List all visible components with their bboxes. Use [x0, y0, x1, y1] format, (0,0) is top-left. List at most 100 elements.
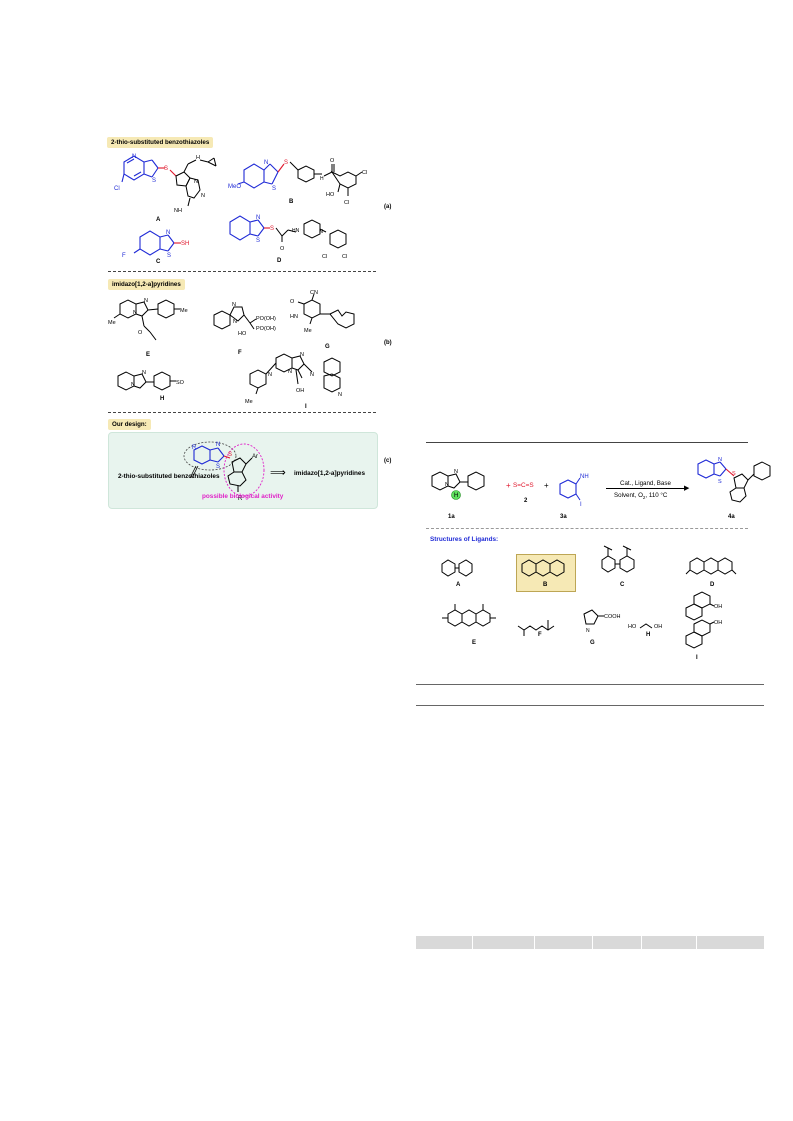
- conditions-line-2: Solvent, O2, 110 °C: [614, 492, 668, 501]
- svg-text:N: N: [319, 229, 323, 235]
- svg-text:N: N: [142, 370, 146, 376]
- reactant-1a-label: 1a: [448, 514, 455, 520]
- svg-text:OH: OH: [296, 388, 304, 394]
- svg-text:S: S: [164, 166, 168, 172]
- svg-text:N: N: [144, 298, 148, 304]
- svg-text:N: N: [194, 179, 198, 185]
- compound-d-structure: N S S O HN N Cl Cl: [229, 215, 347, 260]
- ligand-h-label: H: [646, 632, 651, 638]
- compound-c-label: C: [156, 259, 161, 265]
- svg-text:OH: OH: [714, 604, 722, 610]
- compound-e-label: E: [146, 352, 151, 358]
- svg-text:Me: Me: [304, 328, 312, 334]
- svg-text:R: R: [192, 445, 197, 451]
- svg-text:S: S: [228, 452, 232, 458]
- svg-text:O: O: [138, 330, 143, 336]
- conditions-solvent: Solvent, O: [614, 492, 643, 499]
- svg-text:N: N: [131, 382, 135, 388]
- conditions-line-1: Cat., Ligand, Base: [620, 480, 671, 487]
- table-footer-band: [416, 936, 764, 949]
- svg-text:NH: NH: [174, 208, 182, 214]
- svg-text:N: N: [166, 230, 170, 236]
- svg-text:SO: SO: [176, 380, 185, 386]
- compound-h-structure: N N SO: [117, 370, 185, 391]
- svg-text:COOH: COOH: [604, 614, 621, 620]
- svg-text:H: H: [454, 493, 458, 499]
- panel-c-side-label: (c): [384, 458, 392, 464]
- ligand-i-label: I: [696, 655, 698, 661]
- compound-h-label: H: [160, 396, 165, 402]
- svg-text:S: S: [216, 464, 220, 470]
- svg-text:OH: OH: [714, 620, 722, 626]
- svg-text:N: N: [133, 310, 137, 316]
- svg-text:N: N: [233, 319, 237, 325]
- ligand-i-structure: OH OH: [685, 591, 722, 649]
- panel-c-tag: Our design:: [108, 419, 151, 430]
- svg-text:PO(OH): PO(OH): [256, 316, 276, 322]
- compound-b-label: B: [289, 199, 294, 205]
- svg-text:S: S: [272, 186, 276, 192]
- compound-a-structure: N S S Cl H N N NH: [114, 154, 217, 214]
- svg-text:N: N: [132, 154, 136, 160]
- svg-text:Ar: Ar: [252, 454, 258, 460]
- design-right-caption: imidazo[1,2-a]pyridines: [294, 470, 366, 477]
- svg-text:Cl: Cl: [362, 170, 367, 176]
- svg-text:PO(OH): PO(OH): [256, 326, 276, 332]
- svg-text:S: S: [718, 479, 722, 485]
- scheme-dashed-divider: [426, 528, 748, 529]
- reactant-3a-structure: NH I: [559, 474, 589, 508]
- ligand-e-label: E: [472, 640, 477, 646]
- svg-text:N: N: [268, 372, 272, 378]
- ligand-f-label: F: [538, 632, 542, 638]
- svg-text:Cl: Cl: [114, 186, 120, 192]
- compound-a-label: A: [156, 217, 161, 223]
- ligand-b-label: B: [543, 582, 548, 588]
- reaction-scheme: H N N 1a + S=C=S 2 + NH I 3a Cat., Ligan…: [420, 436, 771, 661]
- svg-text:N: N: [338, 392, 342, 398]
- svg-text:N: N: [201, 193, 205, 199]
- svg-text:Me: Me: [245, 399, 253, 405]
- svg-text:OH: OH: [654, 624, 662, 630]
- ligand-c-structure: [601, 545, 635, 573]
- svg-text:N: N: [586, 628, 590, 634]
- table-top-rule: [416, 684, 764, 685]
- svg-text:S: S: [270, 226, 274, 232]
- ligand-g-label: G: [590, 640, 595, 646]
- svg-text:Me: Me: [180, 308, 188, 314]
- design-arrow-icon: ⟹: [270, 467, 286, 479]
- design-left-caption: 2-thio-substituted benzothiazoles: [118, 473, 220, 480]
- svg-text:H: H: [196, 155, 200, 161]
- svg-text:N: N: [232, 302, 236, 308]
- table-header-rule: [416, 705, 764, 706]
- svg-text:I: I: [580, 502, 582, 508]
- svg-text:S: S: [256, 238, 260, 244]
- compound-e-structure: N N Me Me O: [108, 298, 188, 341]
- svg-text:Cl: Cl: [322, 254, 327, 260]
- svg-text:CN: CN: [310, 290, 318, 296]
- svg-text:SH: SH: [181, 241, 189, 247]
- plus-1: +: [506, 481, 511, 490]
- compound-i-label: I: [305, 404, 307, 410]
- svg-text:HN: HN: [290, 314, 298, 320]
- compound-f-structure: N N PO(OH) PO(OH) HO: [213, 302, 276, 337]
- svg-text:R: R: [238, 496, 243, 502]
- ligand-b-structure: [521, 559, 565, 577]
- svg-text:S: S: [732, 471, 736, 477]
- compound-f-label: F: [238, 350, 242, 356]
- product-4a-label: 4a: [728, 514, 735, 520]
- svg-text:H: H: [320, 176, 324, 182]
- svg-text:Me: Me: [108, 320, 116, 326]
- svg-text:N: N: [310, 372, 314, 378]
- svg-text:F: F: [122, 253, 126, 259]
- svg-text:HO: HO: [238, 331, 247, 337]
- reactant-1a-structure: H N N: [431, 469, 485, 500]
- band-col-4: [593, 936, 643, 949]
- reagent-cs2: S=C=S: [513, 482, 534, 489]
- panel-b-tag: imidazo[1,2-a]pyridines: [108, 279, 185, 290]
- panel-divider-1: [108, 271, 376, 272]
- design-structure: N S S Ar R R: [183, 441, 265, 502]
- svg-text:N: N: [288, 369, 292, 375]
- svg-text:S: S: [152, 178, 156, 184]
- svg-text:NH: NH: [580, 474, 589, 480]
- ligand-d-label: D: [710, 582, 715, 588]
